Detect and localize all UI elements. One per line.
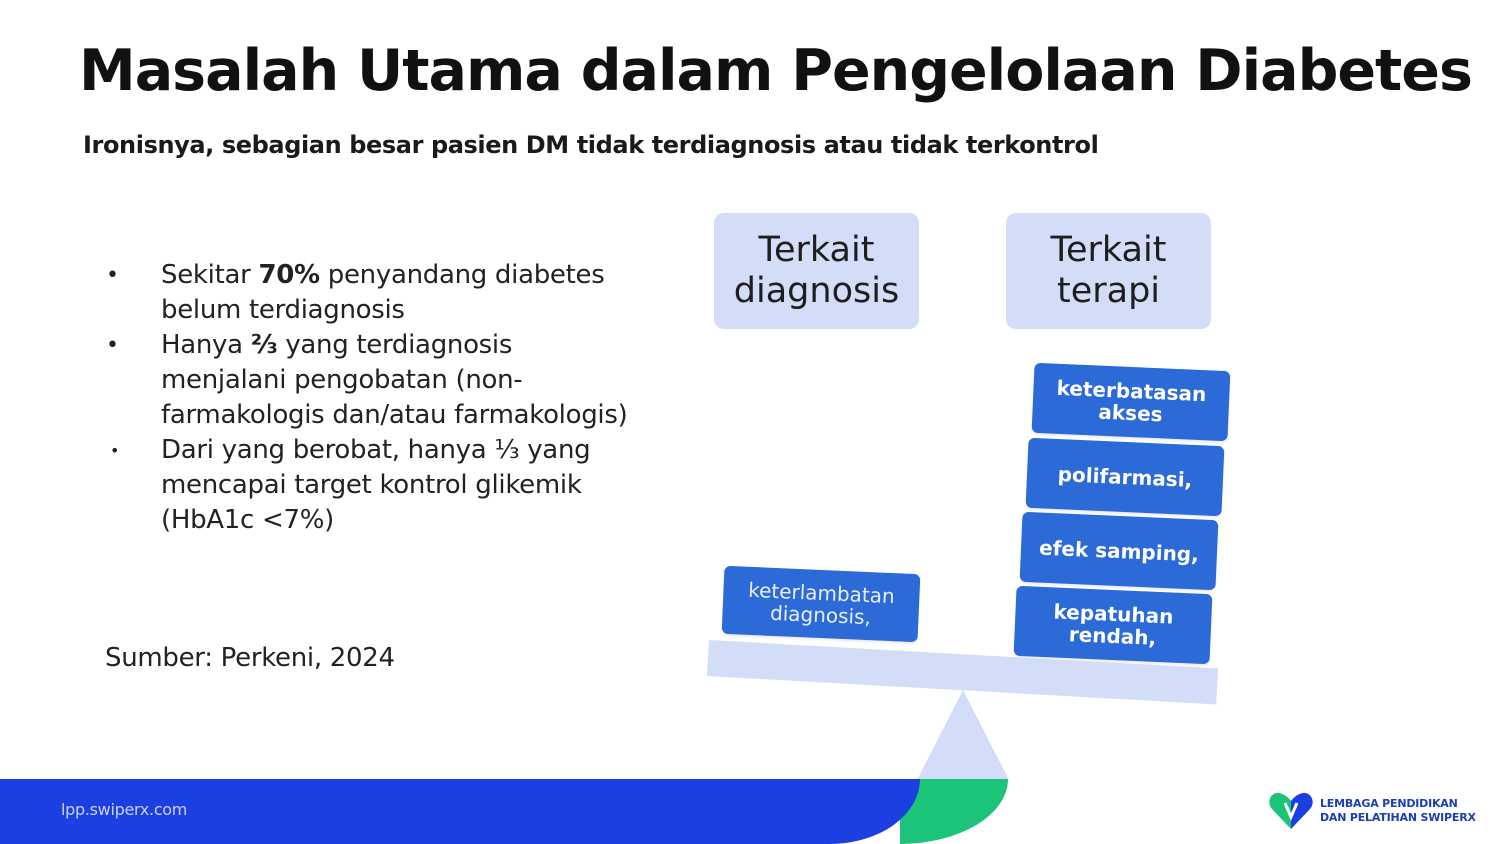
slide-title: Masalah Utama dalam Pengelolaan Diabetes xyxy=(79,38,1473,104)
category-therapy: Terkait terapi xyxy=(1006,213,1211,329)
bullet-emphasis: ⅔ xyxy=(250,330,278,360)
therapy-item-adherence: kepatuhan rendah, xyxy=(1013,585,1213,665)
bullet-text: Dari yang berobat, hanya ⅓ yang mencapai… xyxy=(161,435,591,535)
bullet-text: Hanya xyxy=(161,330,251,360)
footer-blue-bar xyxy=(0,779,920,844)
swiperx-logo: LEMBAGA PENDIDIKAN DAN PELATIHAN SWIPERX xyxy=(1268,791,1476,831)
source-citation: Sumber: Perkeni, 2024 xyxy=(105,643,395,673)
therapy-item-polypharmacy: polifarmasi, xyxy=(1025,437,1225,517)
bullet-item: • Hanya ⅔ yang terdiagnosis menjalani pe… xyxy=(104,328,634,433)
bullet-marker: • xyxy=(110,441,120,460)
heart-logo-icon xyxy=(1269,792,1313,829)
bullet-text: Sekitar xyxy=(161,260,259,290)
slide-subtitle: Ironisnya, sebagian besar pasien DM tida… xyxy=(83,131,1099,159)
category-therapy-label: Terkait terapi xyxy=(1050,230,1167,311)
scale-fulcrum xyxy=(917,690,1009,780)
category-diagnosis-label: Terkait diagnosis xyxy=(733,230,900,311)
bullet-item: • Dari yang berobat, hanya ⅓ yang mencap… xyxy=(104,433,634,538)
bullet-emphasis: 70% xyxy=(258,260,320,290)
bullet-marker: • xyxy=(106,263,119,288)
therapy-item-side-effects: efek samping, xyxy=(1019,511,1219,591)
bullet-text: yang terdiagnosis menjalani pengobatan (… xyxy=(161,330,628,430)
footer-url[interactable]: lpp.swiperx.com xyxy=(61,800,188,819)
logo-text: LEMBAGA PENDIDIKAN DAN PELATIHAN SWIPERX xyxy=(1320,797,1476,824)
therapy-item-access: keterbatasan akses xyxy=(1031,362,1231,442)
diagnosis-item-delay: keterlambatan diagnosis, xyxy=(721,565,921,643)
bullet-item: • Sekitar 70% penyandang diabetes belum … xyxy=(104,258,634,328)
bullet-text: penyandang diabetes belum terdiagnosis xyxy=(161,260,605,325)
bullet-marker: • xyxy=(106,333,119,358)
bullet-list: • Sekitar 70% penyandang diabetes belum … xyxy=(104,258,634,538)
category-diagnosis: Terkait diagnosis xyxy=(714,213,919,329)
